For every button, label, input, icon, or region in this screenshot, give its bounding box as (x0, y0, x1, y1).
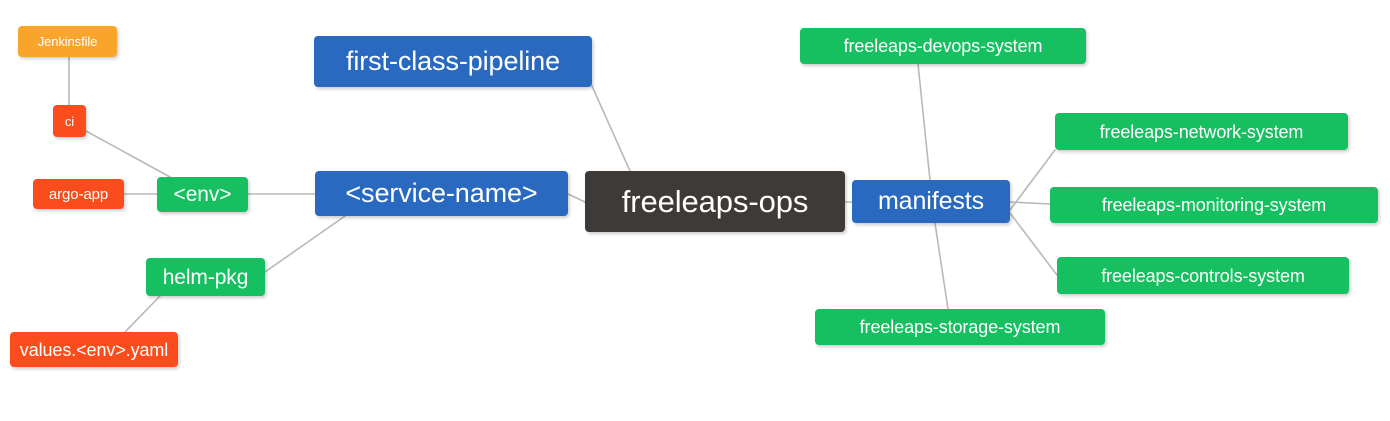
node-monitoring[interactable]: freeleaps-monitoring-system (1050, 187, 1378, 223)
edge-manifests-to-storage (934, 222, 949, 310)
node-label-manifests: manifests (877, 187, 985, 215)
node-label-network: freeleaps-network-system (1099, 121, 1304, 142)
node-controls[interactable]: freeleaps-controls-system (1057, 257, 1349, 294)
node-label-service: <service-name> (345, 178, 538, 208)
node-helm[interactable]: helm-pkg (146, 258, 265, 296)
node-label-helm: helm-pkg (162, 265, 249, 289)
node-label-root: freeleaps-ops (621, 184, 809, 219)
edge-manifests-to-network (1009, 149, 1056, 211)
node-network[interactable]: freeleaps-network-system (1055, 113, 1348, 150)
node-label-monitoring: freeleaps-monitoring-system (1101, 195, 1327, 215)
node-label-jenkinsfile: Jenkinsfile (37, 34, 98, 49)
edge-manifests-to-monitoring (1009, 201, 1051, 205)
node-label-storage: freeleaps-storage-system (859, 317, 1061, 337)
node-storage[interactable]: freeleaps-storage-system (815, 309, 1105, 345)
edge-helm-to-values (124, 295, 161, 333)
edge-manifests-to-controls (1009, 212, 1058, 276)
node-label-controls: freeleaps-controls-system (1101, 265, 1305, 286)
node-argoapp[interactable]: argo-app (33, 179, 124, 209)
node-root[interactable]: freeleaps-ops (585, 171, 845, 232)
node-service[interactable]: <service-name> (315, 171, 568, 216)
node-label-env: <env> (173, 183, 232, 206)
edge-env-to-ci (85, 130, 171, 178)
node-devops[interactable]: freeleaps-devops-system (800, 28, 1086, 64)
node-label-pipeline: first-class-pipeline (345, 46, 561, 76)
node-label-devops: freeleaps-devops-system (843, 36, 1043, 56)
node-env[interactable]: <env> (157, 177, 248, 212)
node-label-argoapp: argo-app (48, 185, 109, 203)
node-jenkinsfile[interactable]: Jenkinsfile (18, 26, 117, 57)
node-manifests[interactable]: manifests (852, 180, 1010, 223)
edge-service-to-helm (264, 215, 346, 273)
edge-root-to-pipeline (591, 85, 631, 172)
node-label-values: values.<env>.yaml (19, 339, 169, 360)
edge-manifests-to-devops (917, 63, 931, 181)
node-ci[interactable]: ci (53, 105, 86, 137)
edge-root-to-service (567, 193, 586, 203)
node-label-ci: ci (64, 113, 75, 129)
node-values[interactable]: values.<env>.yaml (10, 332, 178, 367)
node-pipeline[interactable]: first-class-pipeline (314, 36, 592, 87)
